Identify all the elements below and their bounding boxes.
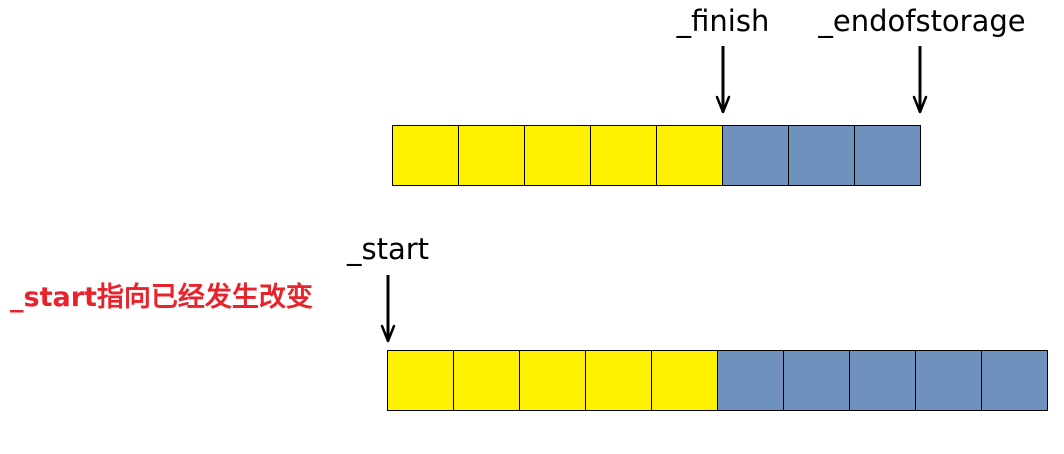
top-cell-4-used: [590, 125, 657, 186]
finish-pointer-label: _finish: [676, 4, 770, 38]
finish-arrow: [715, 46, 731, 114]
bottom-cell-6-unused: [717, 350, 784, 411]
bottom-cell-8-unused: [849, 350, 916, 411]
bottom-storage-array: [387, 350, 1048, 411]
top-cell-1-used: [392, 125, 459, 186]
start-pointer-label: _start: [346, 232, 429, 266]
bottom-cell-2-used: [453, 350, 520, 411]
top-pointers: _finish _endofstorage: [676, 4, 1026, 114]
bottom-cell-3-used: [519, 350, 586, 411]
top-cell-2-used: [458, 125, 525, 186]
bottom-cell-1-used: [387, 350, 454, 411]
top-cell-7-unused: [788, 125, 855, 186]
top-cell-8-unused: [854, 125, 921, 186]
top-cell-3-used: [524, 125, 591, 186]
bottom-cell-9-unused: [915, 350, 982, 411]
bottom-cell-4-used: [585, 350, 652, 411]
bottom-pointers: _start: [346, 232, 429, 343]
top-cell-6-unused: [722, 125, 789, 186]
start-arrow: [380, 275, 396, 343]
top-storage-array: [392, 125, 921, 186]
bottom-cell-10-unused: [981, 350, 1048, 411]
endofstorage-arrow: [912, 46, 928, 114]
endofstorage-pointer-label: _endofstorage: [817, 4, 1025, 38]
bottom-cell-5-used: [651, 350, 718, 411]
start-changed-note: _start指向已经发生改变: [10, 281, 313, 313]
top-cell-5-used: [656, 125, 723, 186]
bottom-cell-7-unused: [783, 350, 850, 411]
